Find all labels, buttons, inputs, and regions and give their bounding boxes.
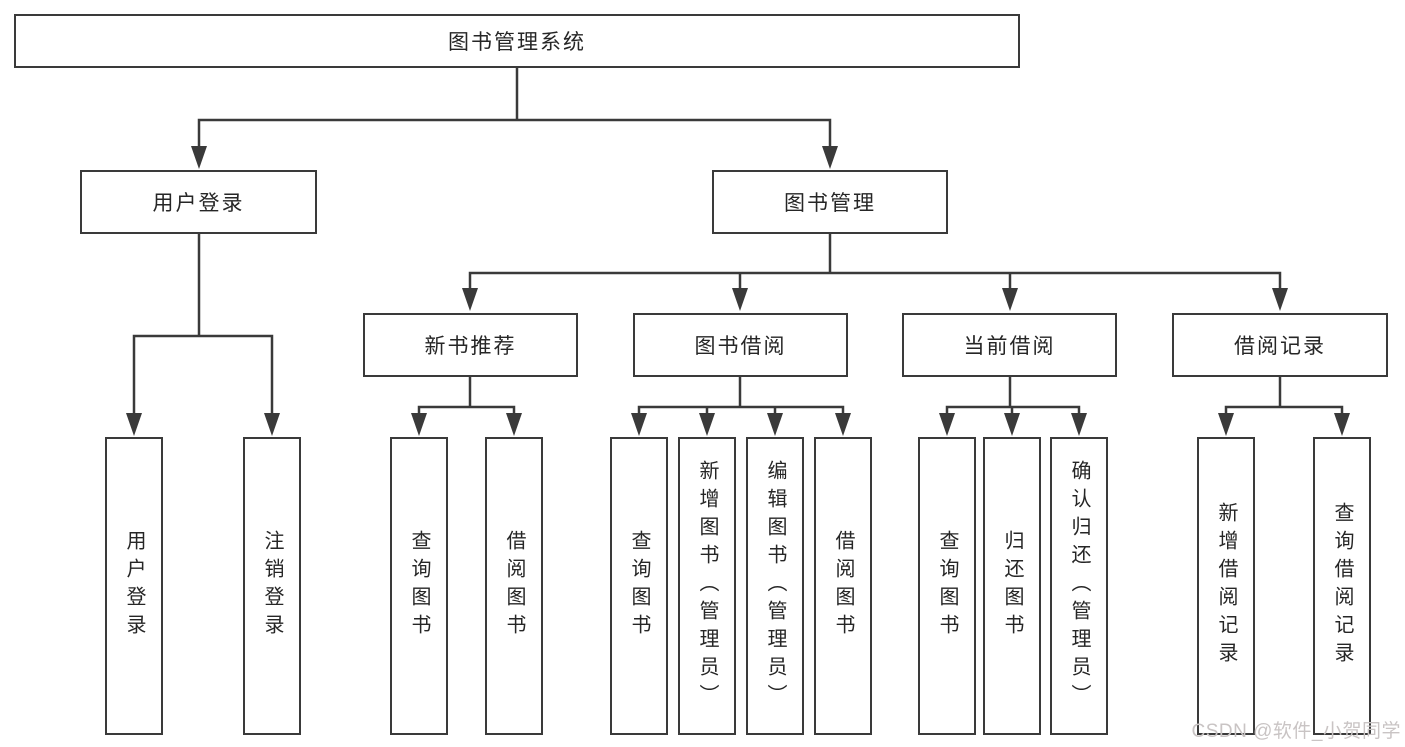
leaf-query-borrow-record: 查询借阅记录	[1313, 437, 1371, 735]
node-root: 图书管理系统	[14, 14, 1020, 68]
leaf-add-borrow-record: 新增借阅记录	[1197, 437, 1255, 735]
node-book-borrow: 图书借阅	[633, 313, 848, 377]
leaf-borrow-books-recommend: 借阅图书	[485, 437, 543, 735]
node-new-book-recommend: 新书推荐	[363, 313, 578, 377]
leaf-user-login: 用户登录	[105, 437, 163, 735]
node-borrow-records: 借阅记录	[1172, 313, 1388, 377]
node-user-login: 用户登录	[80, 170, 317, 234]
leaf-query-books-current: 查询图书	[918, 437, 976, 735]
leaf-logout: 注销登录	[243, 437, 301, 735]
leaf-borrow-books: 借阅图书	[814, 437, 872, 735]
csdn-watermark: CSDN @软件_小贺同学	[1191, 721, 1401, 742]
node-book-management: 图书管理	[712, 170, 948, 234]
leaf-confirm-return-admin: 确认归还（管理员）	[1050, 437, 1108, 735]
node-current-borrow: 当前借阅	[902, 313, 1117, 377]
leaf-add-books-admin: 新增图书（管理员）	[678, 437, 736, 735]
leaf-query-books-recommend: 查询图书	[390, 437, 448, 735]
leaf-query-books-borrow: 查询图书	[610, 437, 668, 735]
leaf-return-books: 归还图书	[983, 437, 1041, 735]
leaf-edit-books-admin: 编辑图书（管理员）	[746, 437, 804, 735]
